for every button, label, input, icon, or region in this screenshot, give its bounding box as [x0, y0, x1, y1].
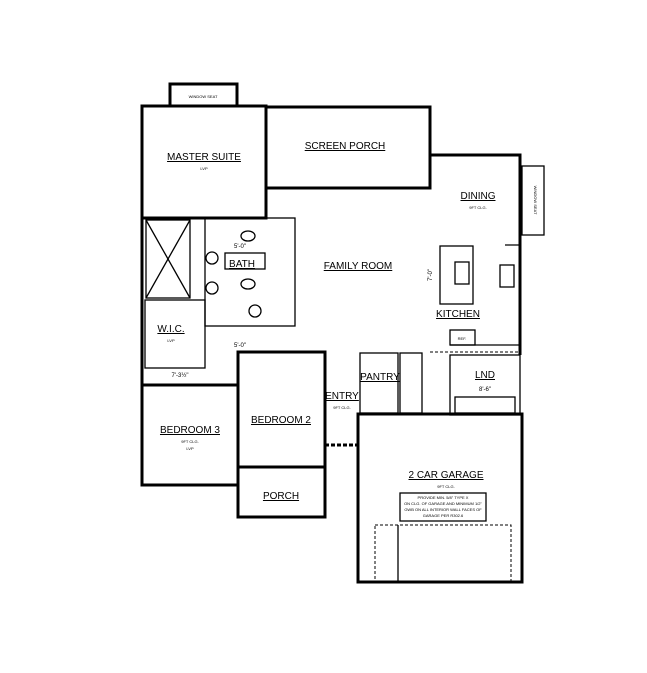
garage-room [356, 412, 524, 584]
ceiling-note: 9FT CLG. [181, 439, 199, 444]
screen-porch-room [264, 105, 432, 190]
refrigerator [449, 329, 476, 346]
window-seat-label: WINDOW SEAT [189, 94, 218, 99]
dining-label: DINING [461, 191, 496, 202]
bathtub [224, 252, 266, 270]
entry-label: ENTRY [325, 391, 359, 402]
shower-cross-line [145, 219, 191, 299]
dimension-label: 7'-0" [428, 269, 434, 281]
laundry-label: LND [475, 370, 495, 381]
sink-icon [205, 251, 219, 265]
master-shower [145, 219, 191, 299]
kitchen-counter [450, 244, 521, 346]
garage-note-line: GWB ON ALL INTERIOR WALL FACES OF [404, 507, 482, 512]
dimension-label: 8'-6" [479, 387, 491, 393]
garage-door [374, 524, 512, 582]
kitchen-sink-icon [454, 261, 470, 285]
dimension-label: 7'-3½" [172, 372, 189, 379]
bath-room [204, 217, 296, 327]
floor-note: LVP [200, 166, 208, 171]
dining-bay-window [521, 165, 545, 236]
porch-label: PORCH [263, 491, 299, 502]
pantry-label: PANTRY [360, 372, 400, 383]
garage-label: 2 CAR GARAGE [408, 470, 483, 481]
floor-note: LVP [167, 338, 175, 343]
pantry-room [359, 352, 399, 414]
garage-note-line: ON CLG. OF GARAGE AND MINIMUM 1/2" [404, 501, 482, 506]
laundry-room [449, 354, 521, 416]
ceiling-note: 9FT CLG. [333, 405, 351, 410]
kitchen-label: KITCHEN [436, 309, 480, 320]
ceiling-note: 9FT CLG. [469, 205, 487, 210]
screen-porch-label: SCREEN PORCH [305, 141, 386, 152]
front-porch [236, 465, 327, 519]
toilet-icon [240, 278, 256, 290]
bedroom2-room [236, 350, 327, 469]
floor-note: LVP [186, 446, 194, 451]
wic-label: W.I.C. [157, 324, 184, 335]
garage-note-line: GARAGE PER R302.6 [423, 513, 464, 518]
window-seat-side-label: WINDOW SEAT [533, 186, 538, 215]
kitchen-island [439, 245, 474, 305]
pantry-shelving [399, 352, 423, 414]
range-icon [499, 264, 515, 288]
dimension-label: 5'-0" [234, 343, 246, 349]
sink-icon [248, 304, 262, 318]
bedroom2-label: BEDROOM 2 [251, 415, 311, 426]
ceiling-note: 9FT CLG. [437, 484, 455, 489]
ref-label: REF. [458, 336, 467, 341]
exterior-wall-right [430, 153, 522, 355]
washer-dryer [454, 396, 516, 414]
sink-icon [205, 281, 219, 295]
bedroom3-label: BEDROOM 3 [160, 425, 220, 436]
toilet-icon [240, 230, 256, 242]
bath-label: BATH [229, 259, 255, 270]
wic-room [144, 299, 206, 369]
garage-note-box [399, 492, 487, 522]
garage-note-line: PROVIDE MIN. 5/8" TYPE X [418, 495, 469, 500]
family-room-label: FAMILY ROOM [324, 261, 393, 272]
dimension-label: 5'-0" [234, 244, 246, 250]
master-suite-label: MASTER SUITE [167, 152, 241, 163]
